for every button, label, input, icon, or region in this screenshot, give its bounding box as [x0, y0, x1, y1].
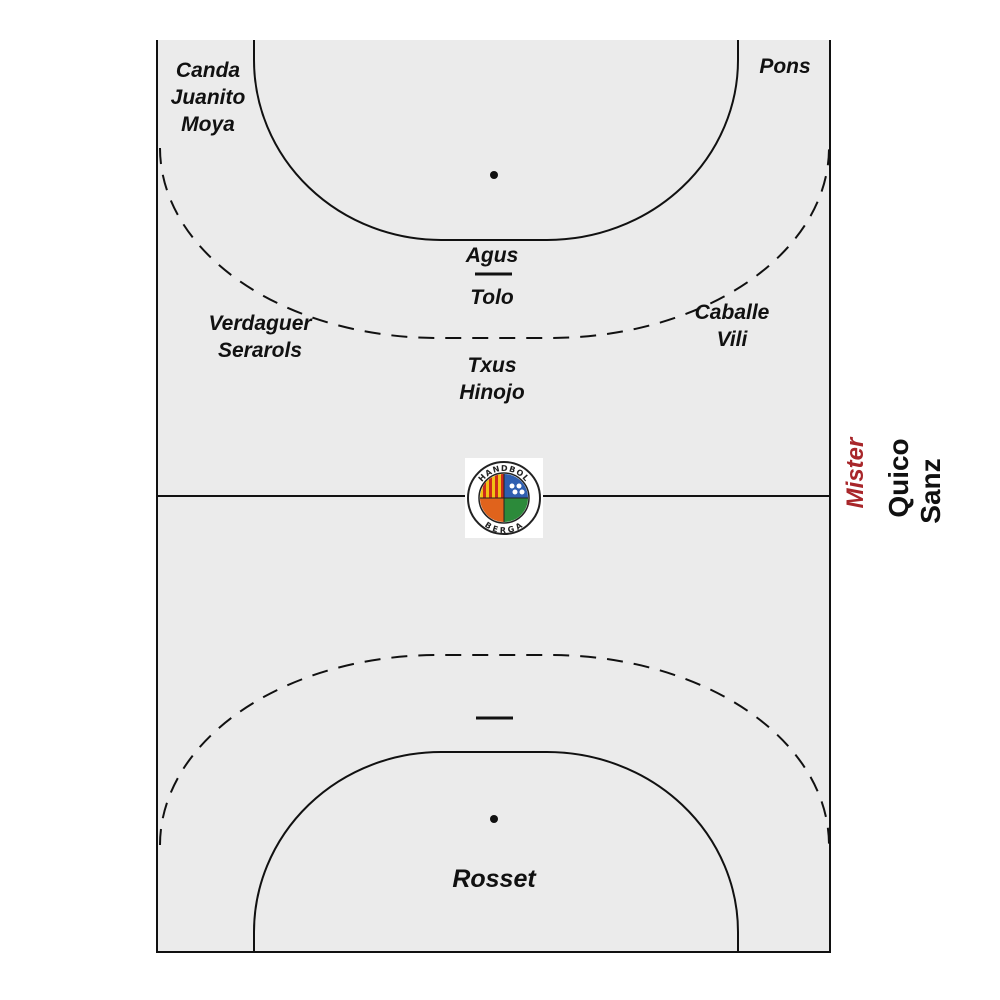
- bottom-goal-dot: [490, 815, 498, 823]
- coach-label: Mister: [842, 437, 869, 509]
- top-goal-area-line: [253, 40, 739, 241]
- player-name: Verdaguer: [208, 312, 312, 335]
- top-goal-dot: [490, 171, 498, 179]
- player-name: Juanito: [170, 86, 246, 109]
- player-name: Pons: [759, 55, 811, 78]
- bottom-goal-area-line: [253, 751, 739, 952]
- player-pivot: Agus: [442, 242, 542, 269]
- player-goalkeeper: Rosset: [424, 864, 564, 894]
- player-name: Canda: [175, 59, 241, 82]
- player-left-wing-group: Canda Juanito Moya: [158, 57, 258, 138]
- player-name: Tolo: [470, 286, 514, 309]
- player-name: Rosset: [452, 865, 536, 893]
- player-name: Txus: [467, 354, 517, 377]
- coach-first-name: Quico: [883, 438, 914, 518]
- player-center-back: Tolo: [442, 284, 542, 311]
- player-name: Hinojo: [459, 381, 525, 404]
- player-left-back-group: Verdaguer Serarols: [190, 310, 330, 364]
- player-right-back-group: Caballe Vili: [672, 299, 792, 353]
- player-name: Agus: [465, 244, 519, 267]
- player-center-back-group: Txus Hinojo: [432, 352, 552, 406]
- player-name: Serarols: [217, 339, 303, 362]
- player-name: Caballe: [694, 301, 770, 324]
- player-name: Moya: [181, 113, 235, 136]
- player-right-wing: Pons: [745, 53, 825, 80]
- club-logo: HANDBOL BERGA: [465, 458, 543, 538]
- player-name: Vili: [716, 328, 748, 351]
- club-logo-emblem: HANDBOL BERGA: [467, 461, 541, 535]
- coach-last-name: Sanz: [915, 458, 946, 524]
